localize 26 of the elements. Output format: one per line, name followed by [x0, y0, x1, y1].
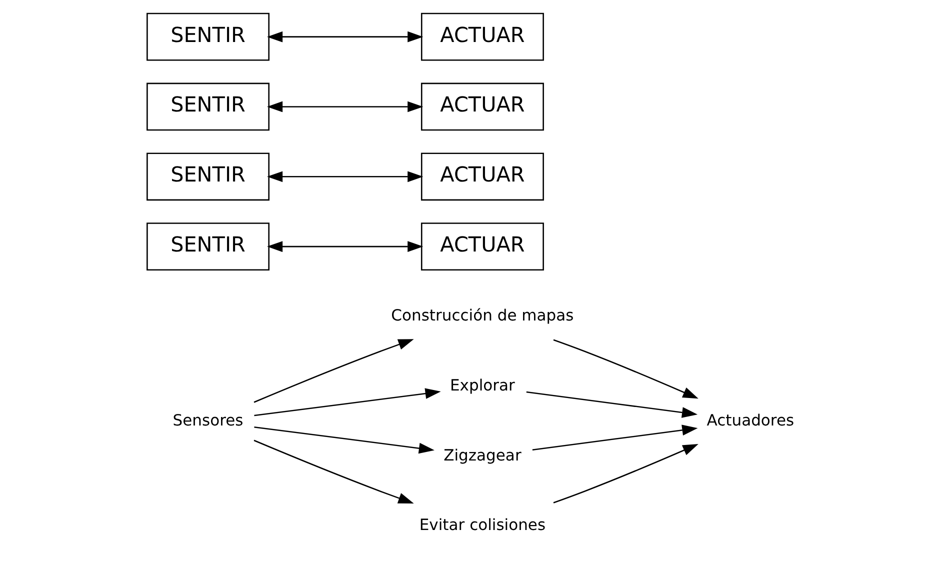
node-box: ACTUAR — [420, 12, 544, 61]
node-box: SENTIR — [146, 12, 270, 61]
arrow — [526, 391, 698, 418]
arrow — [254, 388, 441, 416]
arrow — [254, 440, 414, 504]
node-box: ACTUAR — [420, 222, 544, 270]
node-text: Zigzagear — [444, 446, 522, 464]
arrow — [267, 101, 424, 112]
node-text: Actuadores — [706, 411, 794, 430]
node-box: SENTIR — [146, 222, 270, 270]
arrow — [267, 241, 424, 252]
node-text: Explorar — [450, 376, 515, 394]
node-box: ACTUAR — [420, 82, 544, 131]
arrow — [553, 444, 698, 504]
arrow — [267, 31, 424, 42]
arrow — [254, 426, 434, 454]
arrow — [553, 339, 698, 399]
node-text: Construcción de mapas — [391, 306, 574, 324]
arrow — [254, 339, 414, 403]
node-text: Sensores — [172, 411, 244, 430]
node-box: SENTIR — [146, 152, 270, 201]
node-text: Evitar colisiones — [419, 516, 546, 534]
arrow — [267, 171, 424, 182]
arrow — [532, 424, 698, 450]
node-box: SENTIR — [146, 82, 270, 131]
node-box: ACTUAR — [420, 152, 544, 201]
